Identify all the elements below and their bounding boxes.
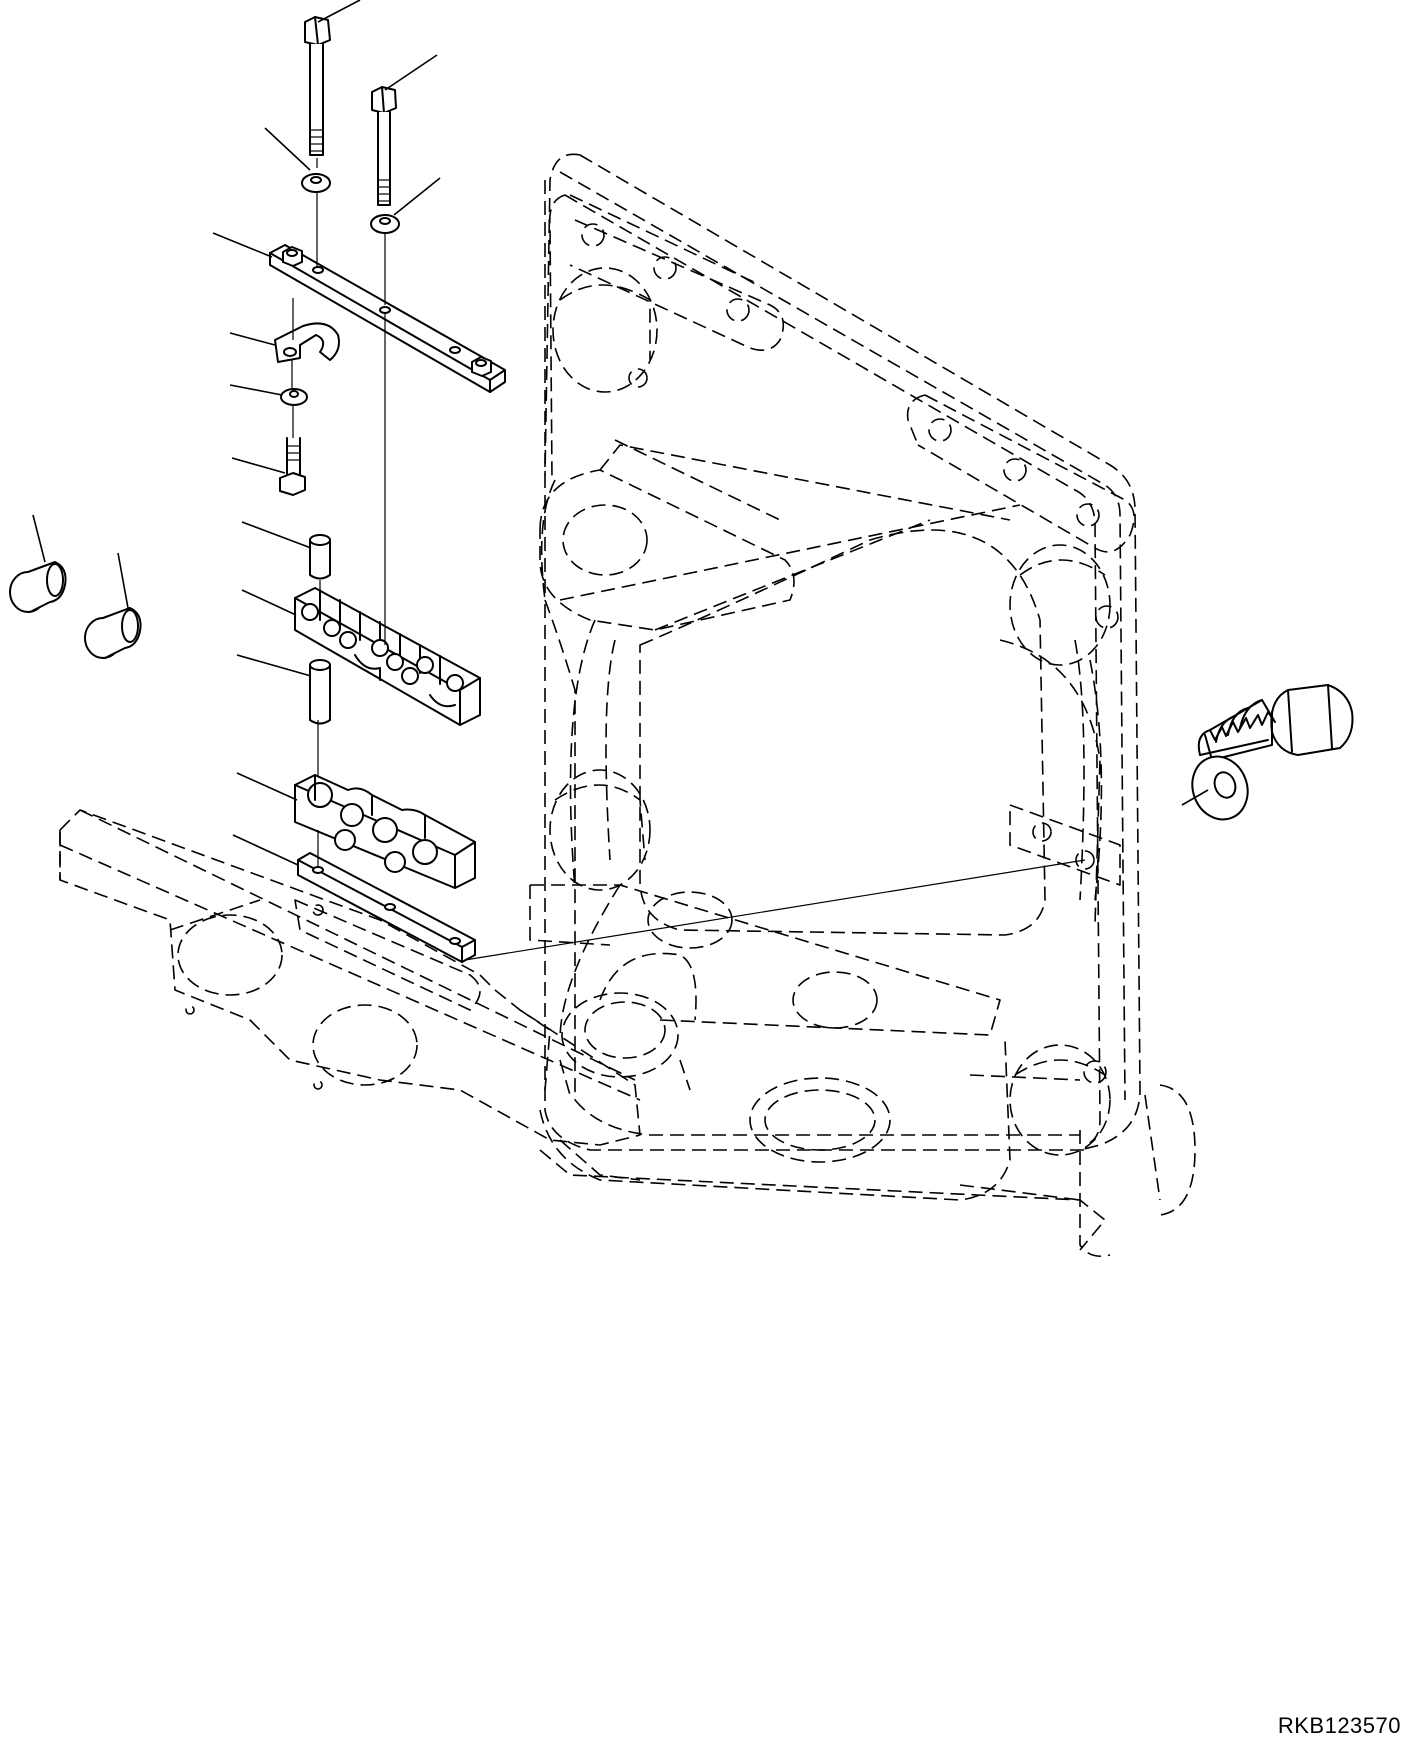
leader-lines <box>32 0 1209 961</box>
long-bolt-right <box>371 86 397 206</box>
small-washer <box>280 388 308 406</box>
upper-bar-plate <box>269 244 506 393</box>
large-bolt <box>1197 684 1354 761</box>
long-bolt-left <box>304 16 331 156</box>
short-bolt <box>279 437 306 496</box>
washer-right <box>370 214 400 234</box>
drawing-code: RKB123570 <box>1277 1713 1401 1738</box>
clamp-block-lower <box>294 774 476 889</box>
large-washer <box>1191 755 1249 821</box>
clamp-block-upper <box>294 587 481 726</box>
blind-plug-right <box>84 607 142 659</box>
collar-sleeve-upper <box>309 534 331 580</box>
washer-left <box>301 173 331 193</box>
collar-sleeve-lower <box>309 659 331 725</box>
frame-outline <box>59 153 1196 1258</box>
lower-bar-plate <box>297 852 476 963</box>
cable-clip <box>274 322 340 363</box>
blind-plug-left <box>9 561 67 613</box>
